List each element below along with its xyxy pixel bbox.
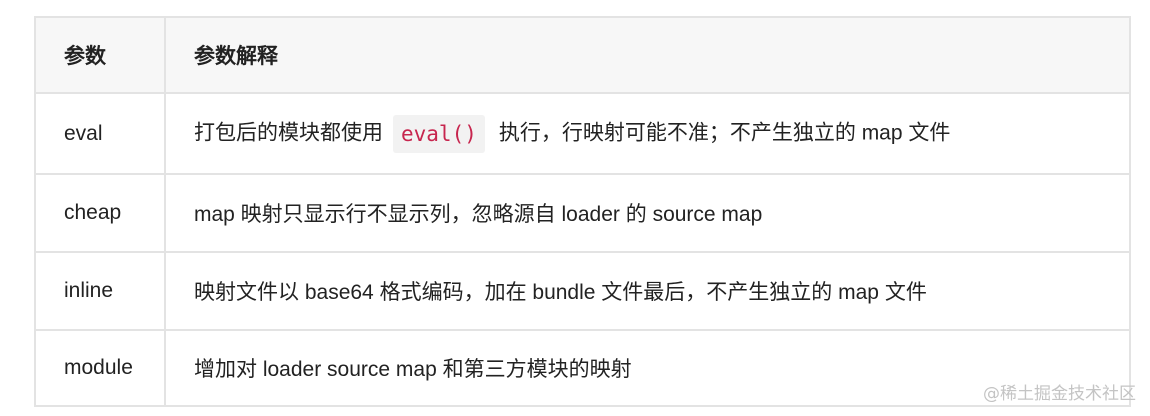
description-cell: map 映射只显示行不显示列，忽略源自 loader 的 source map bbox=[164, 173, 1131, 253]
inline-code: eval() bbox=[393, 114, 485, 153]
table-row: module 增加对 loader source map 和第三方模块的映射 bbox=[34, 329, 1131, 407]
header-param: 参数 bbox=[34, 16, 166, 94]
param-cell: eval bbox=[34, 92, 166, 175]
description-text: 执行，行映射可能不准；不产生独立的 map 文件 bbox=[498, 121, 951, 145]
table-row: inline 映射文件以 base64 格式编码，加在 bundle 文件最后，… bbox=[34, 251, 1131, 331]
description-text: 打包后的模块都使用 bbox=[194, 121, 383, 145]
description-cell: 打包后的模块都使用 eval() 执行，行映射可能不准；不产生独立的 map 文件 bbox=[164, 92, 1131, 175]
description-cell: 映射文件以 base64 格式编码，加在 bundle 文件最后，不产生独立的 … bbox=[164, 251, 1131, 331]
param-cell: module bbox=[34, 329, 166, 407]
header-description: 参数解释 bbox=[164, 16, 1131, 94]
param-cell: inline bbox=[34, 251, 166, 331]
table-row: eval 打包后的模块都使用 eval() 执行，行映射可能不准；不产生独立的 ma… bbox=[34, 92, 1131, 175]
table-header-row: 参数 参数解释 bbox=[34, 16, 1131, 94]
watermark: @稀土掘金技术社区 bbox=[983, 384, 1136, 404]
params-table: 参数 参数解释 eval 打包后的模块都使用 eval() 执行，行映射可能不准；不… bbox=[34, 16, 1131, 407]
param-cell: cheap bbox=[34, 173, 166, 253]
table-row: cheap map 映射只显示行不显示列，忽略源自 loader 的 sourc… bbox=[34, 173, 1131, 253]
description-cell: 增加对 loader source map 和第三方模块的映射 bbox=[164, 329, 1131, 407]
